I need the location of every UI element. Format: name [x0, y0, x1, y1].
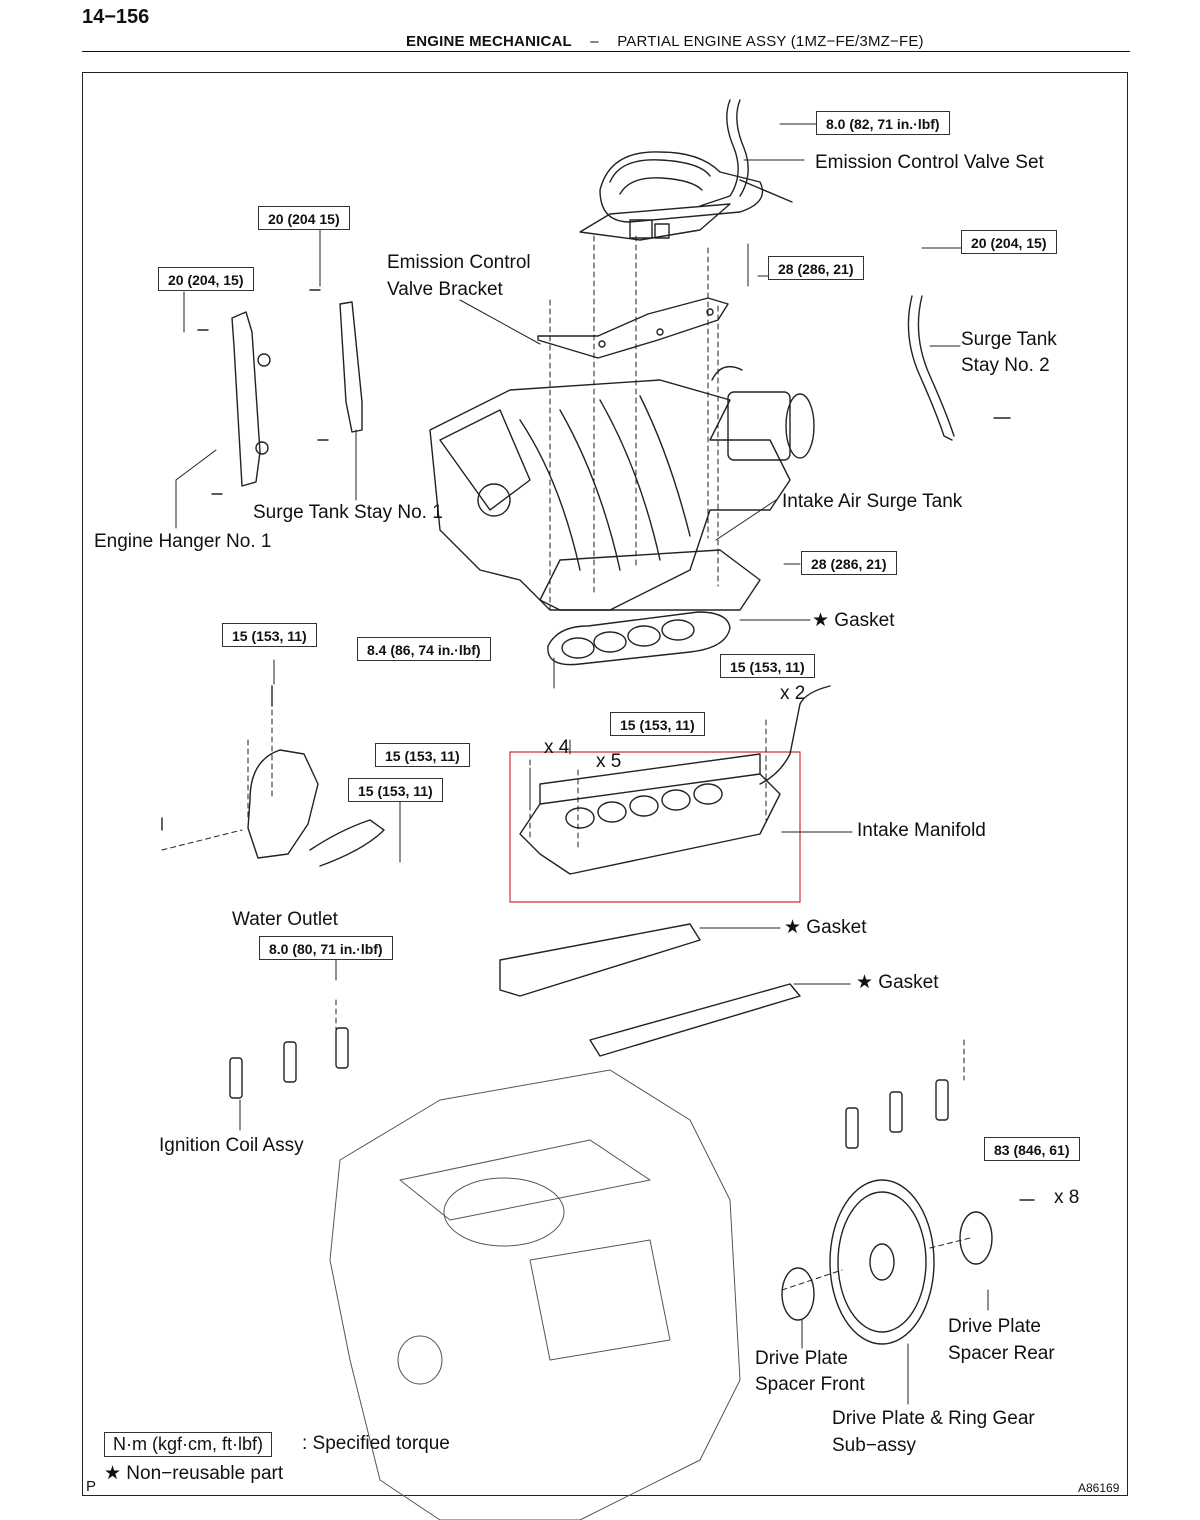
manifold-gaskets-drawing: [499, 923, 801, 1057]
surge-tank-drawing: [429, 366, 815, 611]
label-intake-manifold: Intake Manifold: [857, 820, 986, 841]
label-water-outlet: Water Outlet: [232, 909, 338, 930]
assembly-dashed-lines: [161, 235, 971, 1291]
torque-surge-tank: 28 (286, 21): [801, 551, 897, 575]
quantity-x2: x 2: [780, 683, 806, 704]
emission-valve-set-drawing: [579, 99, 793, 241]
surge-gasket-drawing: [547, 611, 731, 666]
torque-emission-valve: 8.0 (82, 71 in.·lbf): [816, 111, 950, 135]
quantity-x8: x 8: [1054, 1187, 1080, 1208]
drive-plate-drawing: [781, 1179, 1035, 1345]
label-surge-stay2-line1: Surge Tank: [961, 329, 1057, 350]
label-ring-gear-line1: Drive Plate & Ring Gear: [832, 1408, 1035, 1429]
quantity-x4: x 4: [544, 737, 570, 758]
torque-manifold-right: 15 (153, 11): [720, 654, 815, 678]
label-emission-bracket-line1: Emission Control: [387, 252, 531, 273]
legend-unit-box: N·m (kgf·cm, ft·lbf): [104, 1432, 272, 1457]
legend-star-text: ★ Non−reusable part: [104, 1463, 284, 1484]
leader-lines: [175, 123, 989, 1405]
header-subtitle: PARTIAL ENGINE ASSY (1MZ−FE/3MZ−FE): [617, 33, 924, 50]
emission-bracket-drawing: [537, 297, 729, 359]
torque-engine-hanger: 20 (204, 15): [158, 267, 254, 291]
label-intake-surge-tank: Intake Air Surge Tank: [782, 491, 963, 512]
torque-manifold-left: 15 (153, 11): [375, 743, 470, 767]
label-gasket-manifold-2: ★ Gasket: [856, 972, 939, 993]
label-spacer-rear-line1: Drive Plate: [948, 1316, 1041, 1337]
torque-ignition-coil: 8.0 (80, 71 in.·lbf): [259, 936, 393, 960]
torque-hose: 8.4 (86, 74 in.·lbf): [357, 637, 491, 661]
label-spacer-rear-line2: Spacer Rear: [948, 1343, 1055, 1364]
label-gasket-manifold-1: ★ Gasket: [784, 917, 867, 938]
label-emission-bracket-line2: Valve Bracket: [387, 279, 503, 300]
label-surge-stay2-line2: Stay No. 2: [961, 355, 1050, 376]
page-header: ENGINE MECHANICAL – PARTIAL ENGINE ASSY …: [406, 33, 924, 50]
label-ring-gear-line2: Sub−assy: [832, 1435, 916, 1456]
torque-bracket: 28 (286, 21): [768, 256, 864, 280]
section-title: ENGINE MECHANICAL: [406, 33, 572, 50]
page-number: 14−156: [82, 6, 150, 28]
quantity-x5: x 5: [596, 751, 622, 772]
label-surge-stay1: Surge Tank Stay No. 1: [253, 502, 443, 523]
label-engine-hanger: Engine Hanger No. 1: [94, 531, 272, 552]
torque-water-outlet-side: 15 (153, 11): [348, 778, 443, 802]
label-emission-valve-set: Emission Control Valve Set: [815, 152, 1044, 173]
label-spacer-front-line2: Spacer Front: [755, 1374, 865, 1395]
surge-stay2-drawing: [907, 295, 1011, 441]
intake-manifold-highlight: [509, 751, 801, 903]
torque-manifold-mid: 15 (153, 11): [610, 712, 705, 736]
header-separator: –: [590, 33, 599, 50]
torque-surge-stay2: 20 (204, 15): [961, 230, 1057, 254]
surge-stay1-drawing: [309, 289, 363, 441]
water-outlet-drawing: [161, 685, 385, 867]
label-gasket-surge: ★ Gasket: [812, 610, 895, 631]
engine-hanger-drawing: [197, 311, 271, 495]
engine-block-drawing: [329, 1069, 741, 1520]
label-spacer-front-line1: Drive Plate: [755, 1348, 848, 1369]
diagram-frame: [82, 72, 1128, 1496]
torque-surge-stay1: 20 (204 15): [258, 206, 350, 230]
corner-mark: P: [86, 1478, 97, 1495]
torque-drive-plate: 83 (846, 61): [984, 1137, 1080, 1161]
intake-manifold-drawing: [519, 685, 831, 875]
legend-unit-text: : Specified torque: [302, 1433, 450, 1454]
figure-id: A86169: [1078, 1481, 1120, 1495]
ignition-coils-drawing: [229, 1027, 949, 1149]
header-rule: [82, 51, 1130, 52]
label-ignition-coil: Ignition Coil Assy: [159, 1135, 304, 1156]
torque-water-outlet-top: 15 (153, 11): [222, 623, 317, 647]
